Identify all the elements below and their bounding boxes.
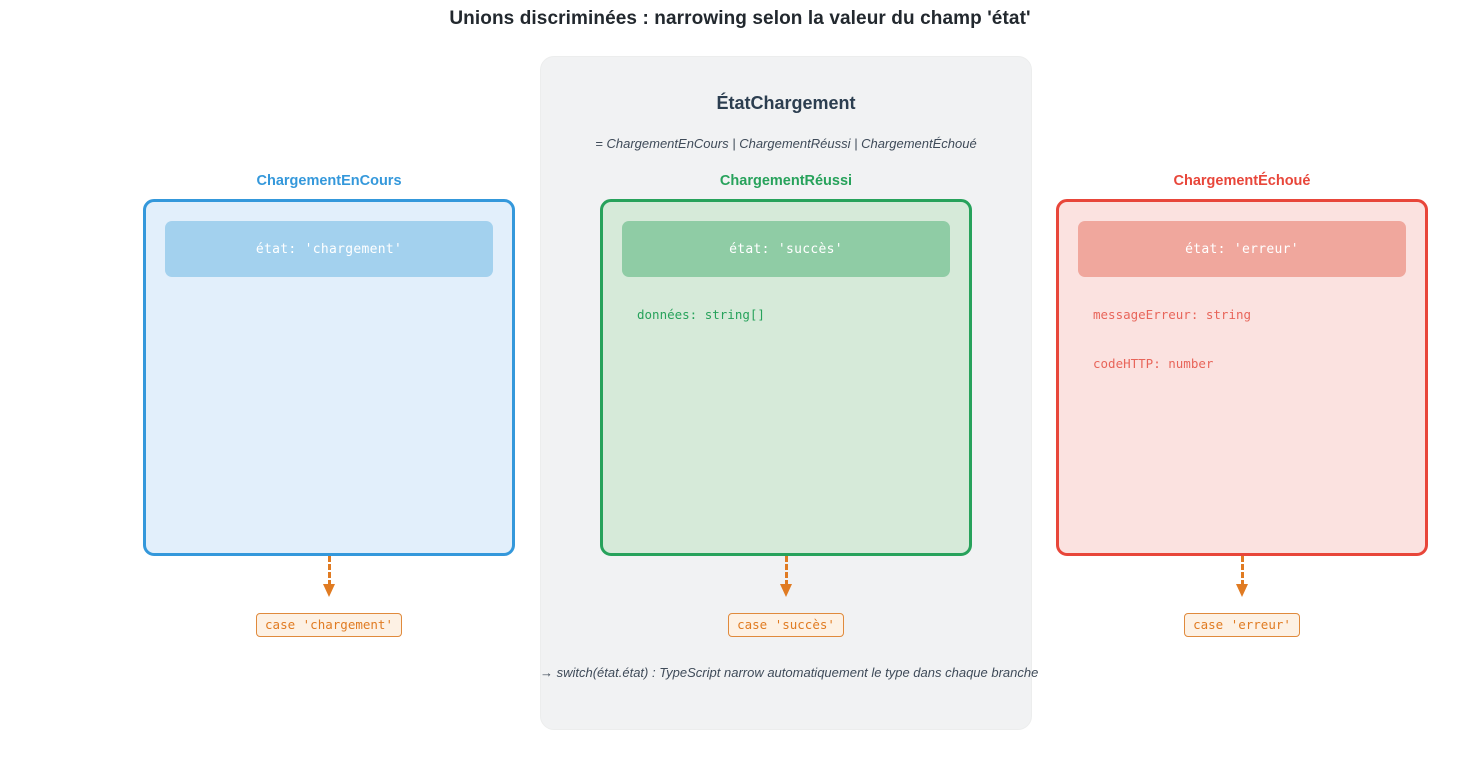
variant-title: ChargementEnCours [256, 173, 402, 189]
variant-fields: messageErreur: string codeHTTP: number [1093, 301, 1405, 399]
discriminant-field: état: 'succès' [622, 221, 950, 277]
variant-fields: données: string[] [637, 301, 949, 350]
arrow-shaft [327, 556, 331, 586]
union-type-name: ÉtatChargement [716, 93, 856, 113]
variant-card: état: 'erreur' messageErreur: string cod… [1056, 199, 1428, 556]
case-badge: case 'succès' [728, 613, 844, 637]
variant-title: ChargementRéussi [719, 173, 853, 189]
field-row: codeHTTP: number [1093, 356, 1214, 371]
variant-column-chargement-echoue: ChargementÉchoué état: 'erreur' messageE… [1056, 170, 1428, 637]
case-badge-wrapper: case 'erreur' [1056, 613, 1428, 637]
case-badge: case 'erreur' [1184, 613, 1300, 637]
switch-narrowing-note: → switch(état.état) : TypeScript narrow … [540, 665, 1039, 680]
case-badge: case 'chargement' [256, 613, 402, 637]
branch-arrow-icon [779, 556, 793, 598]
field-row: messageErreur: string [1093, 307, 1252, 322]
case-badge-wrapper: case 'chargement' [143, 613, 515, 637]
field-row: données: string[] [637, 307, 765, 322]
variant-column-chargement-reussi: ChargementRéussi état: 'succès' données:… [600, 170, 972, 637]
variant-title: ChargementÉchoué [1173, 173, 1311, 189]
discriminant-field: état: 'erreur' [1078, 221, 1406, 277]
page-title: Unions discriminées : narrowing selon la… [449, 8, 1031, 29]
arrow-shaft [1240, 556, 1244, 586]
branch-arrow-icon [322, 556, 336, 598]
arrow-head [323, 584, 335, 597]
arrow-head [780, 584, 792, 597]
arrow-shaft [784, 556, 788, 586]
union-type-definition: = ChargementEnCours | ChargementRéussi |… [595, 136, 977, 151]
variant-card: état: 'succès' données: string[] [600, 199, 972, 556]
discriminant-field: état: 'chargement' [165, 221, 493, 277]
variant-card: état: 'chargement' [143, 199, 515, 556]
variant-column-chargement-en-cours: ChargementEnCours état: 'chargement' cas… [143, 170, 515, 637]
arrow-head [1236, 584, 1248, 597]
branch-arrow-icon [1235, 556, 1249, 598]
case-badge-wrapper: case 'succès' [600, 613, 972, 637]
